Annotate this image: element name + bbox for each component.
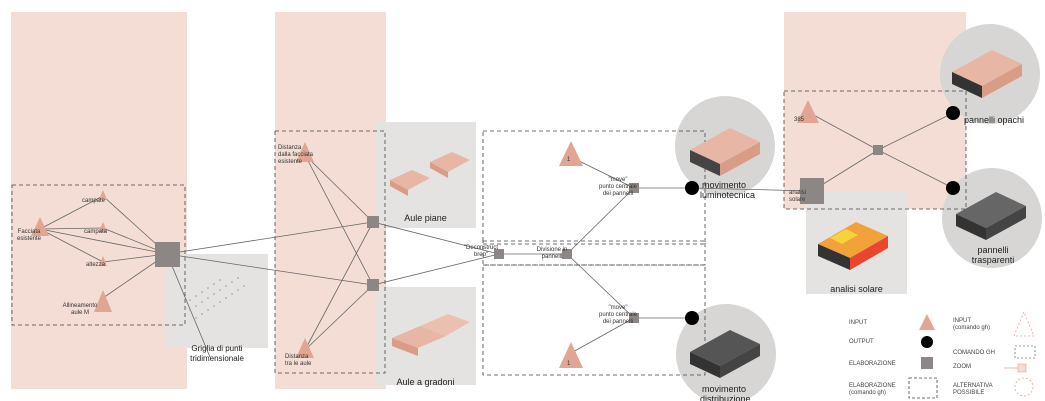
dashed-move-bottom <box>482 264 706 376</box>
label-distanza-aule: Distanza tra le aule <box>285 354 312 367</box>
input-triangle-385 <box>797 100 819 123</box>
input-triangle-campata <box>99 222 107 232</box>
legend-comando-label: COMANDO GH <box>953 350 995 356</box>
input-triangles <box>31 100 819 368</box>
label-altezza: altezza <box>86 262 106 268</box>
background-panels <box>11 12 966 389</box>
panel-facciata <box>11 12 187 389</box>
legend-input-gh-label: INPUT (comando gh) <box>953 318 991 331</box>
output-opachi <box>946 106 960 120</box>
output-luminotecnica <box>685 181 699 195</box>
label-one-bottom: 1 <box>567 361 571 367</box>
dashed-distanze <box>274 130 386 374</box>
node-aule-piane <box>367 216 379 228</box>
label-allineamento: Allineamento aule M <box>62 303 98 316</box>
input-triangle-facciata <box>31 217 49 236</box>
input-triangle-distanza-facciata <box>296 142 314 162</box>
legend-shapes <box>908 310 1036 399</box>
connections <box>39 111 954 358</box>
legend-input-label: INPUT <box>849 320 867 326</box>
legend-input-icon <box>919 314 935 330</box>
dashed-pannelli <box>783 90 967 210</box>
luminotecnica-illustration <box>690 128 760 176</box>
caption-analisi-solare: analisi solare <box>830 284 883 294</box>
legend-elaborazione-cmd-label: ELABORAZIONE (comando gh) <box>849 383 896 396</box>
caption-aule-piane: Aule piane <box>404 213 447 223</box>
outputs <box>685 106 960 325</box>
thumb-aule-piane <box>375 122 476 228</box>
output-trasparenti <box>946 181 960 195</box>
legend-alternativa-label: ALTERNATIVA POSSIBILE <box>953 383 993 396</box>
label-distanza-facciata: Distanza dalla facciata esistente <box>278 145 314 165</box>
label-move-bottom: "move" punto centrale dei pannelli <box>598 305 638 325</box>
distribuzione-illustration <box>690 330 760 378</box>
trasparenti-illustration <box>956 192 1026 240</box>
node-divisione <box>562 249 572 259</box>
node-main <box>155 242 180 267</box>
dashed-boxes <box>11 90 967 376</box>
processing-nodes <box>155 145 883 323</box>
legend-zoom-icon <box>1017 363 1027 373</box>
node-deconstruct <box>494 249 504 259</box>
caption-aule-gradoni: Aule a gradoni <box>396 377 455 387</box>
input-triangle-one-bottom <box>559 342 583 368</box>
node-panel-split <box>873 145 883 155</box>
node-analisi <box>800 178 824 204</box>
legend-alternativa-icon <box>1014 377 1034 397</box>
label-campata: campata <box>84 229 108 235</box>
label-deconstruct: "Deconstruct brep" <box>463 245 499 258</box>
dashed-facciata <box>11 184 186 326</box>
label-divisione: Divisione in pannelli <box>536 247 568 260</box>
label-campate: campate <box>82 198 106 204</box>
analisi-solare-illustration <box>818 222 888 270</box>
panel-pannelli <box>784 12 966 209</box>
legend-zoom-label: ZOOM <box>953 364 971 370</box>
label-move-top: "move" punto centrale dei pannelli <box>598 177 638 197</box>
label-facciata: Facciata esistente <box>16 229 41 242</box>
label-385: 385 <box>794 117 805 123</box>
panel-distanze <box>275 12 386 389</box>
thumb-griglia <box>166 254 268 348</box>
legend-comando-icon <box>921 357 933 369</box>
legend-elaborazione-icon <box>908 377 938 399</box>
label-analisi: analisi solare <box>789 190 807 203</box>
input-triangle-campate <box>99 190 107 200</box>
aule-piane-illustration <box>390 152 470 196</box>
label-one-top: 1 <box>567 157 571 163</box>
input-triangle-one-top <box>559 141 583 166</box>
legend-output-label: OUTPUT <box>849 339 874 345</box>
legend-zoom-frame-icon <box>1014 345 1036 359</box>
output-distribuzione <box>685 311 699 325</box>
caption-pannelli-opachi: pannelli opachi <box>964 115 1025 125</box>
node-aule-gradoni <box>367 279 379 291</box>
opachi-illustration <box>952 50 1022 98</box>
input-triangle-distanza-aule <box>296 338 314 358</box>
griglia-illustration <box>189 277 245 319</box>
caption-griglia: Griglia di punti tridimensionale <box>190 344 244 363</box>
legend-input-gh-icon <box>1013 310 1035 337</box>
input-triangle-allineamento <box>94 290 112 312</box>
dashed-divisione <box>482 240 706 266</box>
legend-elaborazione-label: ELABORAZIONE <box>849 361 896 367</box>
node-move-bottom <box>629 313 639 323</box>
node-move-top <box>629 183 639 193</box>
legend-output-icon <box>921 336 933 348</box>
aule-gradoni-illustration <box>392 314 470 356</box>
input-triangle-altezza <box>99 256 107 266</box>
caption-movimento-dist: movimento distribuzione <box>700 384 751 401</box>
caption-movimento-lum: movimento luminotecnica <box>700 180 756 200</box>
caption-pannelli-trasparenti: pannelli trasparenti <box>971 245 1015 265</box>
